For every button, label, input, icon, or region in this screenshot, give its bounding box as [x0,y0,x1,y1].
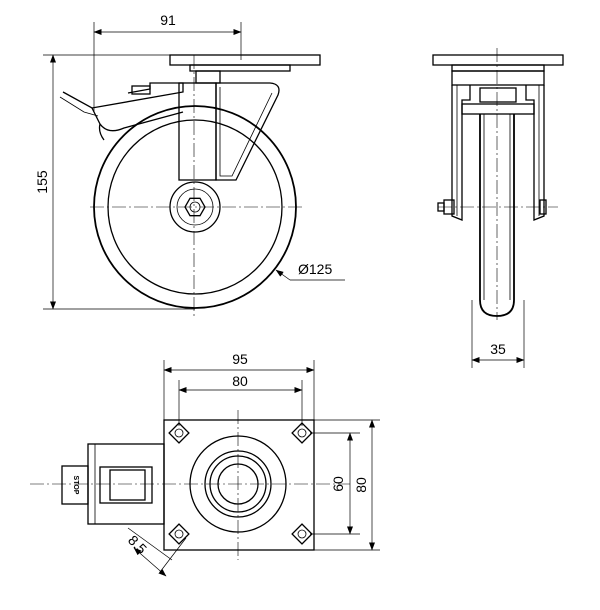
swivel-ring-outer [189,435,287,533]
dim-front-width: 91 [160,12,176,28]
mounting-hole-bl [168,523,190,545]
dim-hole-spacing-y-outer: 80 [353,477,369,493]
wheel-tread-inner [107,119,283,295]
brake-pedal [61,465,89,505]
dim-plate-width: 95 [232,351,248,367]
side-wheel [479,114,515,317]
dim-wheel-diameter: Ø125 [298,261,332,277]
mounting-hole-br [291,523,313,545]
dim-hole-spacing-x: 80 [232,373,248,389]
fork-arm [215,82,280,181]
top-view: STOP 95 80 60 80 8.5 [30,351,380,577]
wheel-hub [169,181,221,233]
front-view: 91 155 Ø125 [34,12,345,318]
top-plate [169,54,321,66]
dim-hole-size: 8.5 [125,532,150,557]
swivel-center [217,463,259,505]
brake-lever [62,82,184,109]
dim-front-height: 155 [34,170,50,194]
brake-stop-label: STOP [72,476,79,495]
dim-hole-spacing-y-inner: 60 [330,476,346,492]
axle-nut [184,197,206,217]
mounting-hole-tl [168,422,190,444]
wheel-outer [93,105,297,309]
side-view: 35 [432,48,564,368]
side-top-plate [432,54,564,66]
mounting-plate [163,419,315,551]
mounting-hole-tr [291,422,313,444]
dim-side-width: 35 [490,341,506,357]
